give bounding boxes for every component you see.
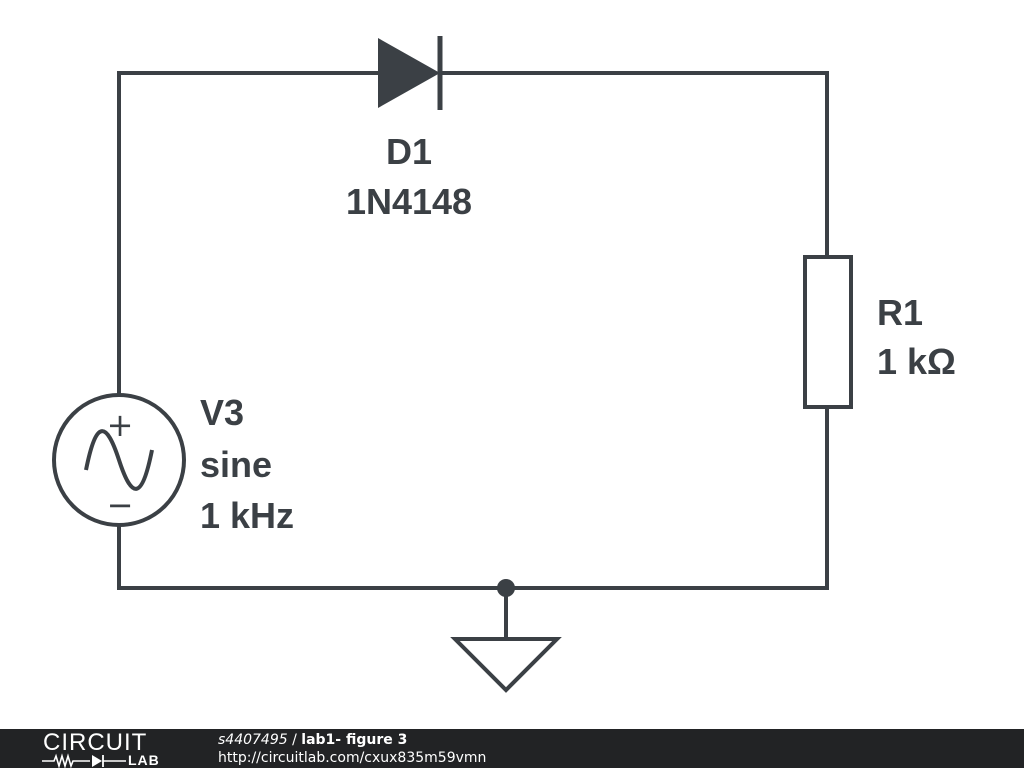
source-plus-sign: +	[107, 406, 134, 444]
source-minus-sign: −	[107, 486, 134, 524]
ground-symbol[interactable]	[450, 637, 562, 693]
logo-text-bottom: LAB	[128, 752, 160, 768]
footer-separator: /	[287, 732, 302, 748]
resistor-designator-label: R1	[877, 292, 923, 333]
diode-designator-label: D1	[386, 131, 432, 172]
resistor-value-label: 1 kΩ	[877, 341, 956, 382]
diode-part-label: 1N4148	[346, 181, 472, 222]
footer-username[interactable]: s4407495	[218, 732, 288, 748]
footer-title-line: s4407495 / lab1- figure 3	[218, 731, 486, 749]
logo-circuit-icon	[42, 753, 126, 768]
diode-anode-triangle	[378, 38, 440, 108]
logo-text-top: CIRCUIT	[43, 729, 148, 756]
source-frequency-label: 1 kHz	[200, 495, 294, 536]
voltage-source-v3[interactable]: + −	[52, 393, 186, 527]
source-designator-label: V3	[200, 392, 244, 433]
ground-junction-dot	[497, 579, 515, 597]
circuitlab-logo[interactable]: CIRCUIT LAB	[40, 729, 180, 768]
resistor-r1[interactable]	[803, 255, 853, 409]
wire-top-right	[438, 71, 829, 259]
footer-bar: CIRCUIT LAB s4407495 / lab1- figure 3 ht…	[0, 729, 1024, 768]
source-type-label: sine	[200, 444, 272, 485]
diode-d1[interactable]	[378, 36, 443, 110]
footer-meta: s4407495 / lab1- figure 3 http://circuit…	[218, 731, 486, 767]
sine-wave-icon	[84, 429, 154, 491]
footer-url[interactable]: http://circuitlab.com/cxux835m59vmn	[218, 750, 487, 766]
wire-bottom	[117, 523, 829, 590]
footer-circuit-title: lab1- figure 3	[301, 732, 408, 748]
schematic-diagram: D1 1N4148 R1 1 kΩ + − V3 sine 1 kHz	[52, 36, 956, 693]
